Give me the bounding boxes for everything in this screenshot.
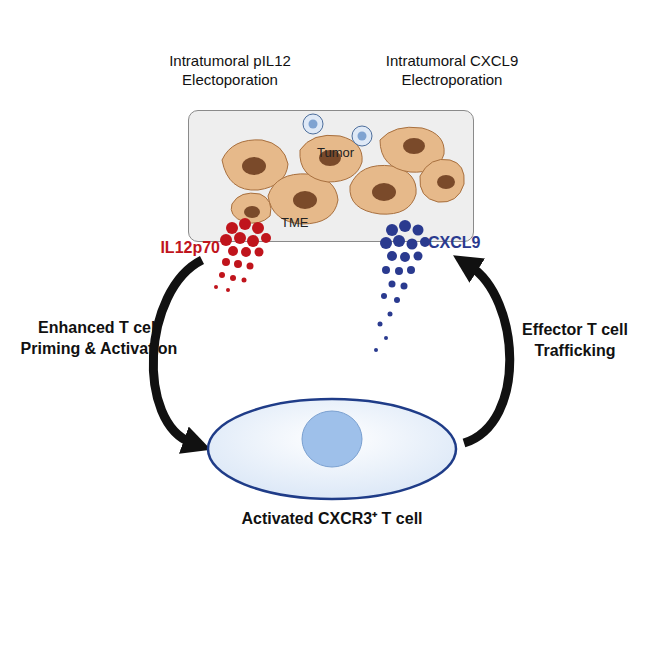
tumor-cells [222, 127, 464, 224]
heading: Intratumoral CXCL9 Electroporation [372, 52, 532, 90]
edge-label: Effector T cell Trafficking [500, 320, 650, 362]
molecule-label: IL12p70 [120, 238, 220, 258]
cell-shape [200, 395, 464, 505]
t-cell: Activated CXCR3⁺ T cell [200, 395, 464, 555]
node-label: Tumor [317, 145, 354, 160]
molecule-label: CXCL9 [428, 233, 508, 253]
t-cells [303, 114, 372, 146]
cell-nuclei [242, 138, 455, 218]
cell-nucleus [302, 411, 362, 467]
tumor-box [188, 110, 474, 242]
cell-membrane [208, 399, 456, 499]
node-label: Activated CXCR3⁺ T cell [200, 507, 464, 529]
cxcl9-dots [374, 220, 430, 352]
heading: Intratumoral pIL12 Electoporation [150, 52, 310, 90]
edge-label: Enhanced T cell Priming & Activation [14, 318, 184, 360]
il12-dots [214, 218, 271, 292]
node-label: TME [281, 215, 308, 230]
curved-arrow [464, 266, 510, 443]
